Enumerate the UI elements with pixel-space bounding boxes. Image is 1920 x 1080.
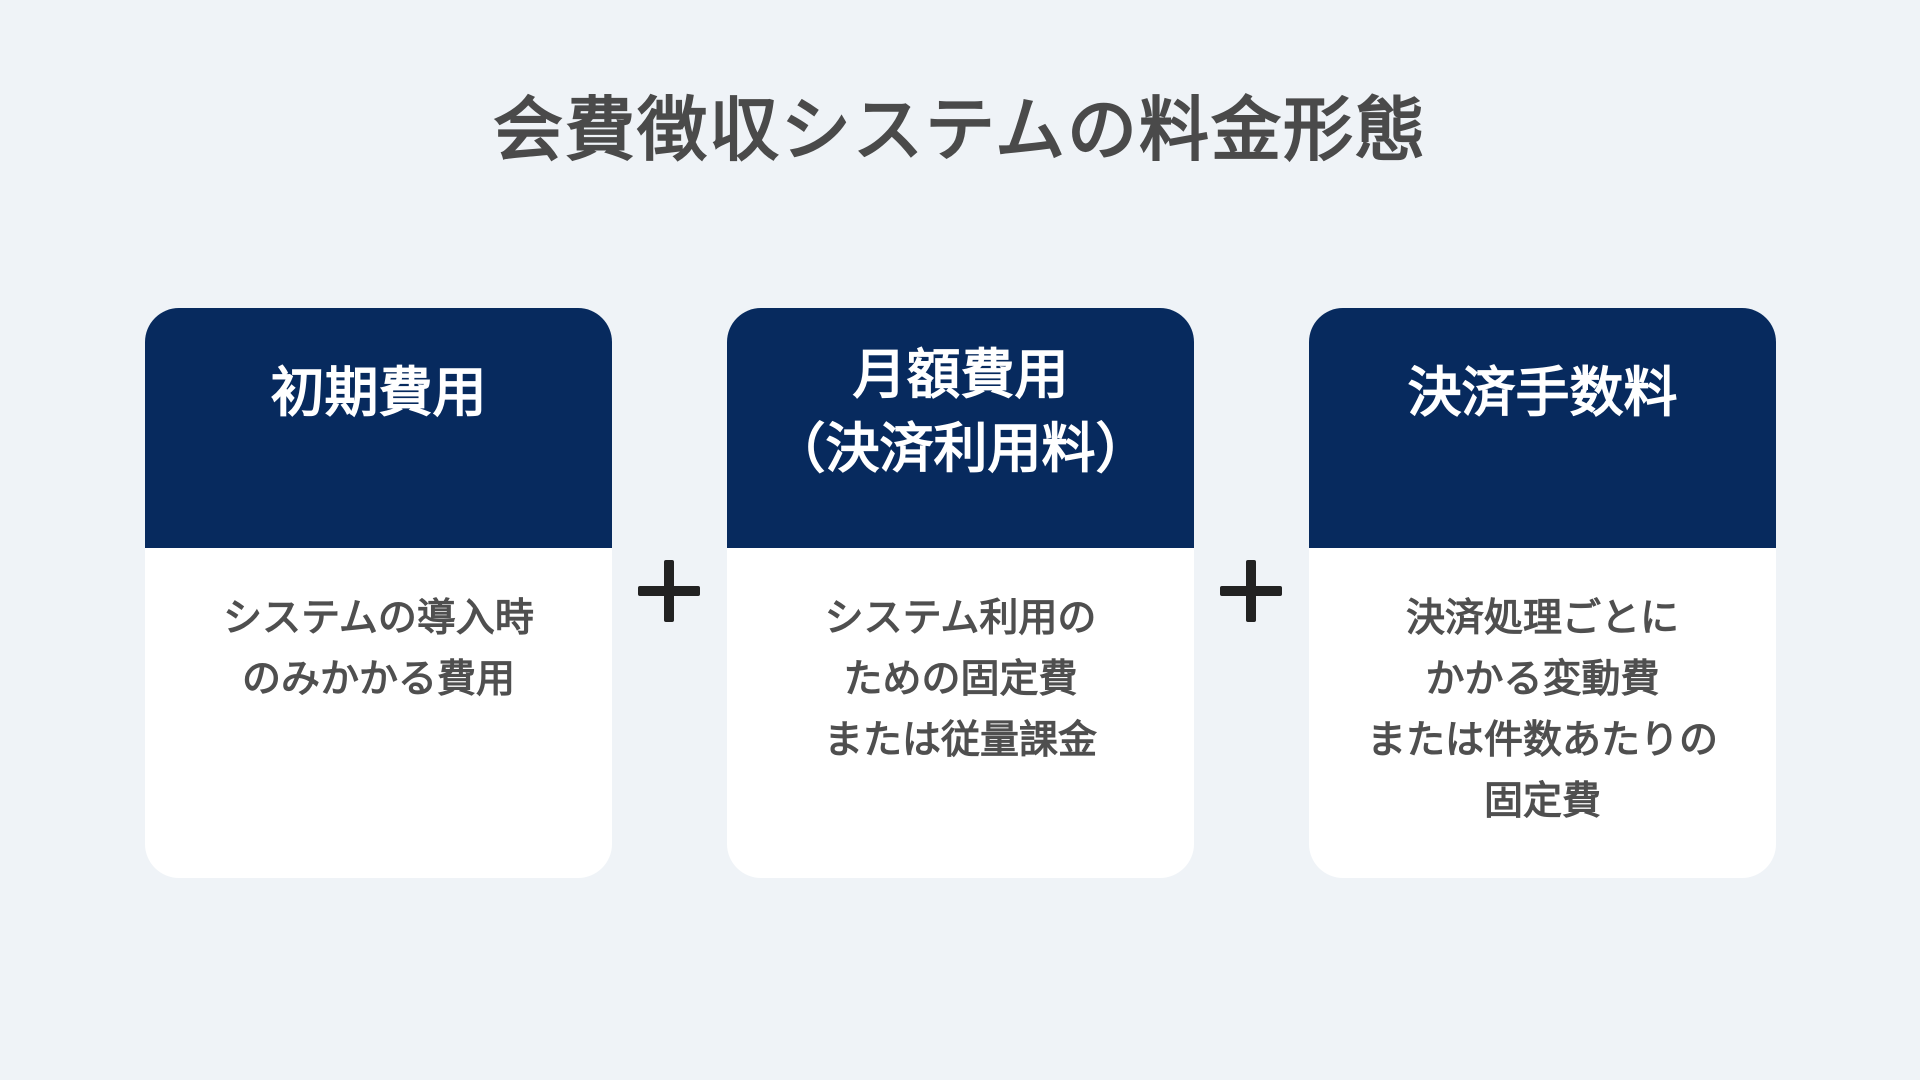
plus-icon [1220,560,1282,622]
card-heading-text: 月額費用 [852,343,1069,406]
card-monthly-cost: 月額費用 （決済利用料） システム利用の ための固定費 または従量課金 [727,308,1194,878]
card-body-text: のみかかる費用 [241,657,515,702]
card-header: 初期費用 [145,308,612,548]
card-body-text: または従量課金 [823,718,1097,763]
card-body: システムの導入時 のみかかる費用 [145,548,612,710]
card-payment-fee: 決済手数料 決済処理ごとに かかる変動費 または件数あたりの 固定費 [1309,308,1776,878]
card-header: 決済手数料 [1309,308,1776,548]
card-body-text: 固定費 [1483,779,1601,824]
page-title: 会費徴収システムの料金形態 [493,89,1427,171]
card-header: 月額費用 （決済利用料） [727,308,1194,548]
card-body-text: システム利用の [824,596,1097,641]
card-initial-cost: 初期費用 システムの導入時 のみかかる費用 [145,308,612,878]
card-body-text: 決済処理ごとに [1405,596,1679,641]
card-body-text: または件数あたりの [1366,718,1718,763]
card-body-text: かかる変動費 [1425,657,1660,702]
card-body: システム利用の ための固定費 または従量課金 [727,548,1194,771]
card-body-text: ための固定費 [843,657,1078,702]
card-body: 決済処理ごとに かかる変動費 または件数あたりの 固定費 [1309,548,1776,832]
card-heading-text: 決済手数料 [1407,361,1678,424]
card-heading-text: 初期費用 [270,361,487,424]
card-heading-text: （決済利用料） [771,417,1150,480]
plus-icon [638,560,700,622]
card-body-text: システムの導入時 [223,596,534,641]
